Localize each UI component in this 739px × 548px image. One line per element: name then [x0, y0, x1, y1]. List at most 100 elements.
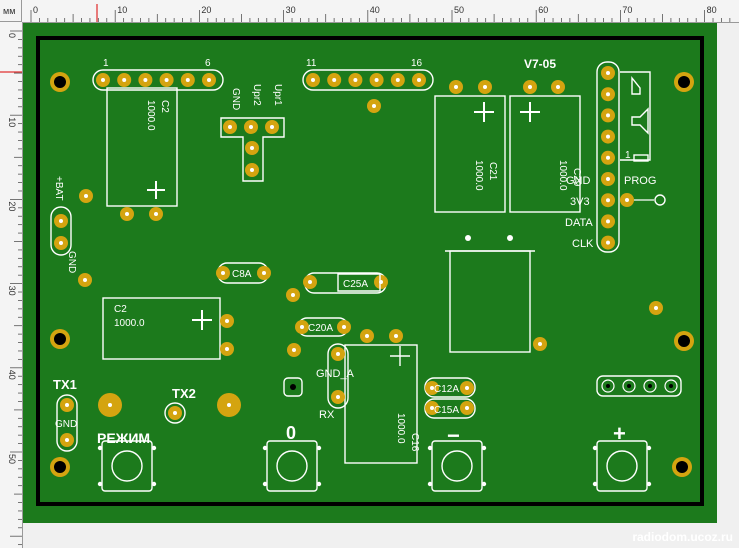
header1-pin[interactable] [96, 73, 110, 87]
ruler-top-tick-label: 60 [538, 5, 548, 15]
c21-name: C21 [487, 162, 498, 181]
capacitor-c16[interactable]: C16 1000.0 [344, 329, 420, 464]
c20a-label: C20A [308, 323, 333, 334]
top-ruler [0, 0, 739, 23]
ruler-top-tick-label: 20 [201, 5, 211, 15]
tx2-connector[interactable]: TX2 [164, 386, 196, 424]
c29-name: C29 [571, 168, 582, 187]
c29-value: 1000.0 [557, 160, 568, 191]
upr2-label: Upr2 [251, 84, 262, 106]
plus-button[interactable] [592, 440, 652, 492]
tact-buttons[interactable] [97, 440, 652, 492]
test-point [283, 377, 303, 397]
mode-button[interactable] [97, 440, 157, 492]
upr-gnd-label: GND [230, 88, 241, 110]
c21-value: 1000.0 [473, 160, 484, 191]
ruler-left-tick-label: 40 [7, 370, 17, 380]
prog-pin[interactable] [601, 235, 615, 250]
header1-pin[interactable] [180, 73, 195, 87]
capacitor-c21[interactable]: C21 1000.0 [434, 80, 506, 213]
header-1-6[interactable]: 1 6 [92, 58, 224, 91]
upr1-label: Upr1 [272, 84, 283, 106]
header2-pin[interactable] [306, 73, 320, 87]
c2-top-value: 1000.0 [145, 100, 156, 131]
mounting-holes [50, 72, 694, 477]
prog-pin[interactable] [601, 129, 615, 144]
version-label: V7-05 [524, 57, 556, 71]
prog-pin[interactable] [601, 172, 615, 186]
ruler-top-tick-label: 70 [622, 5, 632, 15]
left-ruler [0, 22, 23, 548]
ruler-left-tick-label: 20 [7, 201, 17, 211]
capacitor-c29[interactable]: C29 1000.0 [509, 80, 582, 213]
prog-pin[interactable] [601, 193, 615, 208]
capacitor-c2-top[interactable]: C2 1000.0 [106, 87, 178, 221]
minus-button[interactable] [427, 440, 487, 492]
gnd-a-rx-pads[interactable]: GND_A RX [316, 343, 355, 421]
watermark: radiodom.ucoz.ru [632, 530, 733, 544]
prog-3v3-label: 3V3 [570, 196, 590, 208]
capacitor-c20a[interactable]: C20A [295, 317, 351, 337]
header1-pin[interactable] [159, 73, 174, 87]
ruler-top-tick-label: 80 [707, 5, 717, 15]
header2-pin[interactable] [327, 73, 342, 87]
capacitor-c25a[interactable]: C25A [303, 272, 388, 294]
c2-top-name: C2 [159, 100, 170, 113]
ruler-unit-label: мм [3, 6, 16, 16]
c12a-label: C12A [434, 384, 459, 395]
c15a-label: C15A [434, 405, 459, 416]
prog-data-label: DATA [565, 217, 593, 229]
header1-pin[interactable] [202, 73, 216, 87]
c25a-label: C25A [343, 279, 368, 290]
ruler-left-tick-label: 30 [7, 286, 17, 296]
ruler-left-tick-label: 10 [7, 117, 17, 127]
prog-pin[interactable] [601, 150, 615, 165]
header1-pin[interactable] [117, 73, 132, 87]
header2-start-label: 11 [306, 58, 317, 69]
upr-connector[interactable]: GND Upr2 Upr1 [220, 84, 285, 182]
prog-pin[interactable] [601, 108, 615, 123]
prog-pin[interactable] [601, 214, 615, 229]
large-pads [98, 393, 241, 417]
capacitor-c8a[interactable]: C8A [216, 262, 271, 284]
zero-button[interactable] [262, 440, 322, 492]
c2-bottom-value: 1000.0 [114, 318, 145, 329]
bat-plus-label: +BAT [53, 176, 64, 201]
capacitors-c12a-c15a[interactable]: C12A C15A [424, 377, 476, 419]
board-outline [36, 36, 704, 506]
ruler-left-tick-label: 0 [7, 33, 17, 38]
c8a-label: C8A [232, 269, 252, 280]
prog-clk-label: CLK [572, 238, 594, 250]
prog-connector[interactable]: 1 PROG GND 3V3 DATA CLK [565, 61, 666, 253]
header1-start-label: 1 [103, 58, 109, 69]
prog-pin[interactable] [601, 87, 615, 102]
header-4pin[interactable] [596, 375, 682, 397]
c16-value: 1000.0 [395, 413, 406, 444]
c2-bottom-name: C2 [114, 304, 127, 315]
prog-label: PROG [624, 175, 656, 187]
header1-end-label: 6 [205, 58, 211, 69]
header2-pin[interactable] [390, 73, 405, 87]
rx-label: RX [319, 409, 335, 421]
header2-end-label: 16 [411, 58, 423, 69]
ruler-top-tick-label: 40 [370, 5, 380, 15]
tx1-gnd-label: GND [55, 419, 77, 430]
capacitor-c2-bottom[interactable]: C2 1000.0 [102, 297, 234, 360]
header2-pin[interactable] [369, 73, 384, 87]
header2-pin[interactable] [412, 73, 426, 87]
ruler-top-tick-label: 50 [454, 5, 464, 15]
crystal-outline [445, 235, 535, 353]
battery-connector[interactable]: +BAT GND [50, 176, 77, 273]
zero-button-label: 0 [286, 423, 296, 443]
header-11-16[interactable]: 11 16 [302, 58, 434, 91]
gnd-a-label: GND_A [316, 368, 355, 380]
minus-button-label: − [447, 423, 460, 448]
tx1-connector[interactable]: TX1 GND [53, 377, 78, 452]
ruler-corner: мм [0, 0, 22, 22]
header1-pin[interactable] [138, 73, 153, 87]
header2-pin[interactable] [348, 73, 363, 87]
prog-gnd-label: GND [566, 175, 591, 187]
prog-pin[interactable] [601, 66, 615, 80]
